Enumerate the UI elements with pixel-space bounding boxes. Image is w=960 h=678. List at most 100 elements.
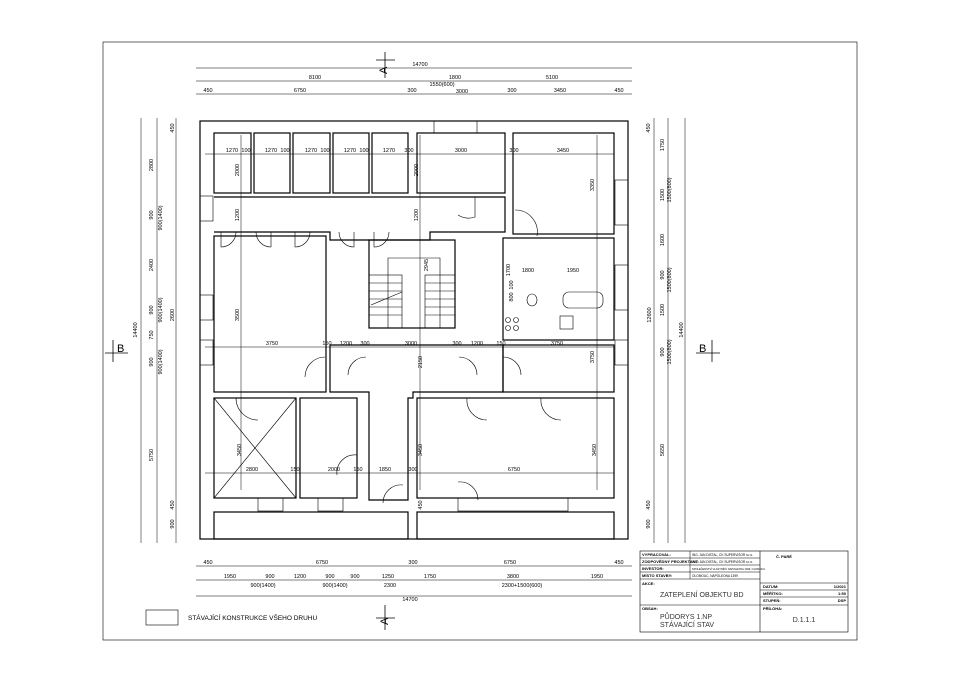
dimension-label: 2000 [235,164,241,176]
dimension-label: 300 [408,467,417,473]
dimension-label: 150 [322,341,331,347]
dimension-label: 300 [408,560,417,566]
front-strip [416,511,615,540]
tb-value: ING. JAN DISTAL, CK SUPERVISOR s.r.o. [692,553,753,557]
dimension-label: 14400 [679,322,685,337]
dimension-label: 3350 [590,179,596,191]
dimension-label: 8100 [309,75,321,81]
dimension-label: 1270 [344,148,356,154]
doors [220,197,562,504]
room [416,397,615,499]
tb-akce-value: ZATEPLENÍ OBJEKTU BD [660,590,744,599]
tb-label: ZODPOVĚDNÝ PROJEKTANT: [642,559,699,564]
dimension-label: 1270 [383,148,395,154]
room [332,132,370,194]
dimension-label: 900 [149,357,155,366]
dimension-label: 3450 [557,148,569,154]
dimension-label: 1500 [660,189,666,201]
dimension-label: 450 [170,123,176,132]
dimension-label: 1800 [522,268,534,274]
dimension-label: 900(1400) [158,349,164,374]
stove-burner [513,317,519,323]
dimension-label: 900(1400) [158,297,164,322]
stove-burner [505,325,511,331]
tb-label: MÍSTO STAVBY: [642,573,672,578]
section-label: A [379,617,391,625]
dimension-label: 450 [203,88,212,94]
dimension-label: 5100 [546,75,558,81]
dimension-label: 12600 [647,307,653,322]
tb-stupen-label: STUPEŇ: [763,598,781,603]
dimension-label: 2300+1500(600) [502,583,543,589]
dimension-label: 5750 [149,449,155,461]
dimension-label: 3750 [266,341,278,347]
dimension-label: 6750 [508,467,520,473]
room [416,132,506,194]
section-label: B [117,343,124,355]
dimension-label: 2800 [149,159,155,171]
dimension-label: 3750 [590,351,596,363]
dimension-label: 1750 [424,574,436,580]
dimension-label: 1950 [567,268,579,274]
dimension-label: 100 [320,148,329,154]
void-cross [213,397,297,499]
tb-datum-value: 1/2021 [834,584,847,589]
tb-priloha-value: D.1.1.1 [793,617,816,624]
room [371,132,409,194]
room [213,132,252,194]
dimension-label: 1500(800) [667,267,673,292]
dimension-label: 2945 [424,259,430,271]
dimension-label: 900 [660,347,666,356]
tb-label: INVESTOR: [642,566,664,571]
dimension-label: 3450 [554,88,566,94]
room [213,235,327,393]
stair-treads [369,257,455,328]
dimension-label: 6750 [504,560,516,566]
stove-burner [505,317,511,323]
tb-label: VYPRACOVAL: [642,552,671,557]
dimension-label: 300 [507,88,516,94]
tb-obsah-line2: STÁVAJÍCÍ STAV [660,620,714,629]
dimension-label: 1500 [660,304,666,316]
dimension-label: 900 [660,270,666,279]
section-label: B [699,343,706,355]
outer-wall [199,120,629,540]
dimension-label: 450 [614,88,623,94]
section-marker-a-bottom: A [376,605,395,630]
bathroom-area [502,237,615,341]
dimension-label: 3450 [237,444,243,456]
legend-swatch [145,609,179,626]
dimension-label: 1950 [591,574,603,580]
tb-pare-label: Č. PARÉ [776,554,792,559]
sheet-frame [102,41,858,641]
bathtub [562,291,604,309]
dimension-label: 3800 [507,574,519,580]
stair-flight [368,274,403,329]
dimension-label: 300 [407,88,416,94]
section-label: A [378,66,390,74]
dimension-label: 900 [149,305,155,314]
tb-stupen-value: DSP [838,598,847,603]
dimension-label: 450 [646,123,652,132]
dimension-label: 100 [359,148,368,154]
dimension-label: 3750 [551,341,563,347]
dimension-label: 900 [170,519,176,528]
tb-meritko-value: 1:50 [838,591,847,596]
tb-meritko-label: MĚŘÍTKO: [763,591,783,596]
dimension-label: 6750 [294,88,306,94]
dimension-label: 100 [241,148,250,154]
dimension-label: 750 [149,330,155,339]
dimension-label: 300 [452,341,461,347]
dimension-label: 300 [509,148,518,154]
room [502,344,615,393]
room [512,132,615,235]
dimension-label: 900(1400) [158,205,164,230]
legend-label: STÁVAJÍCÍ KONSTRUKCE VŠEHO DRUHU [188,613,317,622]
dimension-label: 3000 [405,341,417,347]
dimension-label: 1200 [235,209,241,221]
tb-priloha-label: PŘÍLOHA: [763,606,782,611]
dimension-label: 900(1400) [322,583,347,589]
dimension-label: 150 [496,341,505,347]
dimension-label: 3000 [456,89,468,95]
